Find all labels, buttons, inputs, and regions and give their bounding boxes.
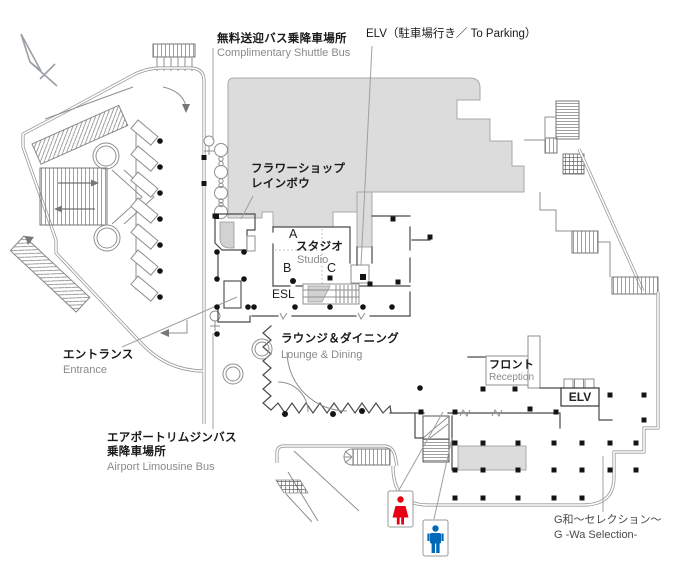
- label-shuttle-bus-jp: 無料送迎バス乗降車場所: [217, 33, 347, 45]
- driveway-loop: [9, 66, 206, 426]
- right-stairs: [524, 100, 659, 295]
- stairs-icon: [343, 448, 391, 466]
- elevator-bank: [560, 378, 613, 421]
- label-airport-bus-1: エアポートリムジンバス: [107, 432, 237, 444]
- studio-room: [272, 215, 431, 317]
- corridor-wall: [279, 312, 561, 429]
- label-studio-en: Studio: [297, 254, 329, 266]
- label-elv-to-parking: ELV（駐車場行き／ To Parking）: [366, 28, 537, 40]
- escalator-icon: [302, 283, 360, 305]
- building-mass: [227, 77, 525, 248]
- shuttle-canopy: [152, 43, 196, 71]
- stairs-icon: [611, 276, 659, 295]
- elevator-icon: [350, 246, 373, 284]
- label-flower-shop-1: フラワーショップ: [251, 163, 346, 175]
- gwa-shop-area: [457, 445, 527, 471]
- stairs-icon: [555, 100, 580, 140]
- label-front-jp: フロント: [489, 359, 535, 371]
- parking-stalls: [130, 119, 163, 302]
- label-front-en: Reception: [489, 372, 535, 383]
- stairs-icon: [571, 230, 599, 254]
- reception-desk: [467, 335, 562, 389]
- entrance-door: [223, 280, 242, 309]
- label-gwa-en: G -Wa Selection-: [554, 529, 638, 541]
- flower-shop-outline: [214, 213, 256, 252]
- lower-building: [391, 290, 660, 507]
- label-lounge-jp: ラウンジ＆ダイニング: [281, 333, 399, 345]
- label-entrance-jp: エントランス: [63, 349, 134, 361]
- ramp: [275, 444, 399, 523]
- bus-stop: [201, 135, 228, 331]
- label-entrance-en: Entrance: [63, 364, 108, 376]
- structural-columns: [212, 213, 647, 423]
- label-zone-b: B: [283, 261, 292, 275]
- label-zone-a: A: [289, 227, 298, 241]
- leader-lines: [121, 45, 604, 520]
- label-lounge-en: Lounge & Dining: [281, 349, 363, 361]
- label-studio-jp: スタジオ: [296, 241, 344, 253]
- north-arrow-icon: [20, 33, 58, 87]
- label-airport-bus-2: 乗降車場所: [107, 446, 166, 458]
- label-esl: ESL: [272, 287, 295, 301]
- womens-restroom-icon: [387, 490, 414, 528]
- column-grid: [452, 440, 639, 501]
- label-shuttle-bus-en: Complimentary Shuttle Bus: [217, 47, 351, 59]
- label-gwa-jp: G和～セレクション～: [554, 514, 662, 526]
- lounge-walls: [222, 315, 411, 415]
- mens-restroom-icon: [422, 519, 449, 557]
- label-airport-bus-en: Airport Limousine Bus: [107, 461, 215, 473]
- label-zone-c: C: [327, 261, 337, 275]
- label-elv: ELV: [568, 390, 592, 404]
- label-flower-shop-2: レインボウ: [251, 178, 310, 190]
